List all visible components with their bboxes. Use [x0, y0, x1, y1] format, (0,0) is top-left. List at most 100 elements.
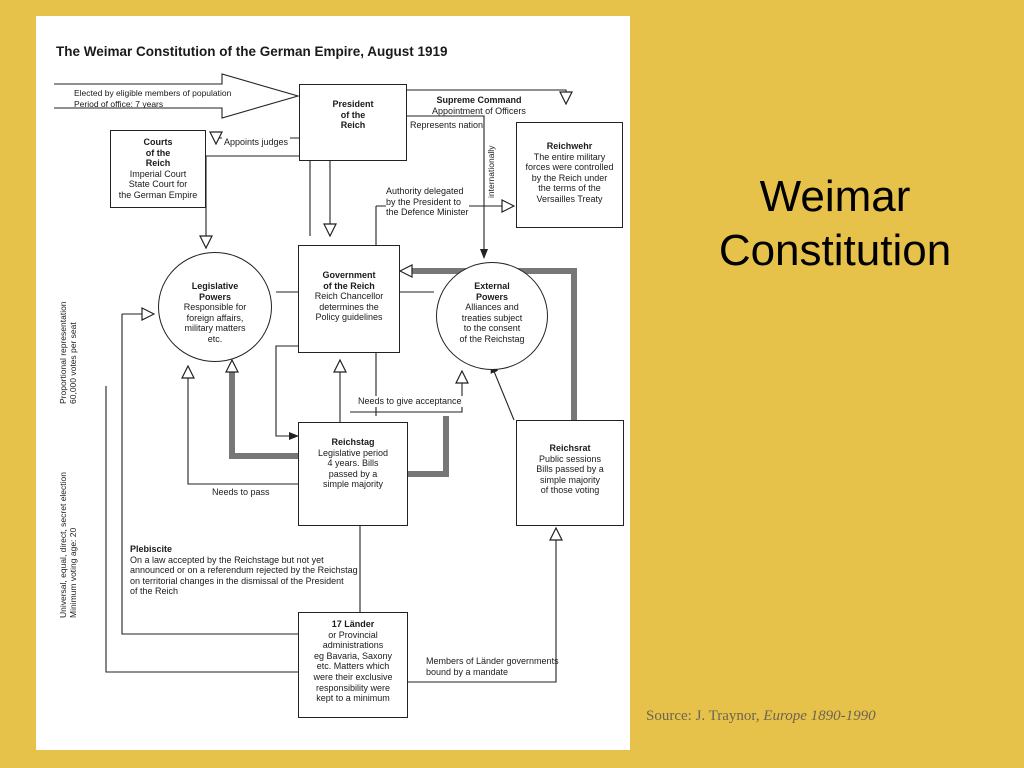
lander-box: 17 Länder or Provincial administrations …	[298, 612, 408, 718]
plebiscite-line: of the Reich	[130, 586, 179, 597]
slide-title-line1: Weimar	[759, 172, 911, 221]
members-lander-label: Members of Länder governments bound by a…	[426, 656, 559, 677]
reichsrat-line: of those voting	[540, 485, 600, 496]
supreme-command-arrow	[407, 89, 566, 104]
reichsrat-title: Reichsrat	[549, 443, 591, 453]
legislative-line: Responsible for	[183, 302, 247, 313]
members-lander-line: Members of Länder governments	[426, 656, 559, 666]
external-title: Powers	[475, 291, 508, 302]
courts-line: Imperial Court	[129, 168, 187, 179]
plebiscite-title: Plebiscite	[130, 544, 173, 554]
period-note-line: Period of office: 7 years	[74, 98, 164, 109]
reichstag-line: passed by a	[328, 468, 378, 479]
lander-title: 17 Länder	[331, 619, 375, 629]
government-title: of the Reich	[323, 280, 375, 291]
supreme-command-title: Supreme Command	[436, 95, 522, 105]
government-box: Government of the Reich Reich Chancellor…	[298, 245, 400, 353]
external-powers-circle: External Powers Alliances and treaties s…	[436, 262, 548, 370]
lander-line: kept to a minimum	[316, 693, 390, 704]
internationally-label: internationally	[486, 145, 496, 198]
external-line: of the Reichstag	[459, 333, 525, 344]
reichsrat-line: simple majority	[539, 474, 600, 485]
elected-note: Elected by eligible members of populatio…	[74, 88, 231, 109]
president-label: of the	[340, 109, 366, 120]
elected-note-line: Elected by eligible members of populatio…	[74, 88, 232, 98]
government-line: Policy guidelines	[315, 312, 383, 323]
reichstag-line: simple majority	[322, 479, 383, 490]
reichsrat-line: Bills passed by a	[536, 464, 604, 475]
legislative-title: Powers	[198, 291, 231, 302]
plebiscite-line: announced or on a referendum rejected by…	[130, 565, 358, 576]
reichstag-line: Legislative period	[317, 447, 389, 458]
authority-line: by the President to	[386, 196, 462, 207]
reichswehr-line: by the Reich under	[531, 172, 608, 183]
reichswehr-title: Reichwehr	[546, 141, 593, 151]
legislative-line: etc.	[207, 333, 223, 344]
plebiscite-line: On a law accepted by the Reichstage but …	[130, 554, 324, 565]
reichsrat-external-arrow	[490, 363, 515, 421]
supreme-command-sub: Appointment of Officers	[432, 105, 526, 116]
plebiscite-line	[121, 314, 298, 635]
source-book-title: Europe 1890-1990	[763, 708, 876, 724]
universal-line: Minimum voting age: 20	[68, 527, 79, 618]
appoints-judges-label: Appoints judges	[222, 137, 291, 148]
government-line: Reich Chancellor	[314, 291, 384, 302]
source-prefix: Source: J. Traynor,	[646, 708, 764, 724]
external-line: to the consent	[463, 323, 521, 334]
plebiscite-line: on territorial changes in the dismissal …	[130, 575, 344, 586]
legislative-title: Legislative	[191, 281, 239, 291]
gov-reichstag-loop	[275, 345, 299, 440]
lander-reichsrat-arrow	[407, 528, 556, 683]
lander-line: administrations	[322, 640, 384, 651]
external-line: treaties subject	[461, 312, 523, 323]
needs-acceptance-label: Needs to give acceptance	[356, 396, 464, 407]
election-line	[105, 386, 298, 673]
reichstag-title: Reichstag	[331, 437, 375, 447]
reichswehr-line: Versailles Treaty	[536, 193, 603, 204]
diagram-title: The Weimar Constitution of the German Em…	[56, 44, 448, 59]
diagram-panel: The Weimar Constitution of the German Em…	[36, 16, 630, 750]
needs-pass-arrow	[188, 366, 298, 485]
proportional-line: 60,000 votes per seat	[68, 322, 79, 404]
source-citation: Source: J. Traynor, Europe 1890-1990	[646, 708, 976, 725]
reichstag-box: Reichstag Legislative period 4 years. Bi…	[298, 422, 408, 526]
universal-line: Universal, equal, direct, secret electio…	[58, 472, 68, 618]
reichsrat-line: Public sessions	[538, 453, 602, 464]
reichswehr-box: Reichwehr The entire military forces wer…	[516, 122, 623, 228]
lander-line: responsibility were	[315, 682, 391, 693]
legislative-line: military matters	[184, 323, 246, 334]
slide-title-line2: Constitution	[718, 226, 952, 275]
lander-line: were their exclusive	[313, 671, 393, 682]
courts-title: of the	[145, 147, 171, 158]
reichswehr-line: The entire military	[533, 151, 606, 162]
president-label: President	[332, 99, 374, 109]
courts-box: Courts of the Reich Imperial Court State…	[110, 130, 206, 208]
reichswehr-line: forces were controlled	[525, 162, 614, 173]
courts-title: Reich	[145, 158, 171, 169]
president-legislative-arrow	[206, 155, 299, 248]
government-line: determines the	[319, 301, 379, 312]
proportional-line: Proportional representation	[58, 301, 68, 404]
authority-line: the Defence Minister	[386, 207, 469, 218]
acceptance-arrow	[350, 371, 462, 413]
legislative-powers-circle: Legislative Powers Responsible for forei…	[158, 252, 272, 362]
slide-title: Weimar Constitution	[660, 170, 1010, 278]
reichsrat-box: Reichsrat Public sessions Bills passed b…	[516, 420, 624, 526]
represents-nation-label: Represents nation	[410, 120, 484, 130]
universal-note: Universal, equal, direct, secret electio…	[58, 472, 79, 618]
external-line: Alliances and	[465, 302, 519, 313]
president-box: President of the Reich	[299, 84, 407, 161]
authority-label: Authority delegated by the President to …	[386, 186, 469, 218]
shaded-loop-lower	[408, 416, 449, 477]
courts-line: the German Empire	[118, 189, 198, 200]
shaded-loop-left	[229, 364, 298, 459]
lander-line: eg Bavaria, Saxony	[313, 650, 393, 661]
external-title: External	[474, 281, 510, 291]
members-lander-line: bound by a mandate	[426, 666, 509, 677]
courts-title: Courts	[143, 137, 173, 147]
reichstag-line: 4 years. Bills	[327, 458, 379, 469]
proportional-note: Proportional representation 60,000 votes…	[58, 301, 79, 404]
supreme-command-label: Supreme Command Appointment of Officers	[420, 95, 538, 116]
legislative-line: foreign affairs,	[186, 312, 244, 323]
plebiscite-note: Plebiscite On a law accepted by the Reic…	[130, 544, 358, 597]
